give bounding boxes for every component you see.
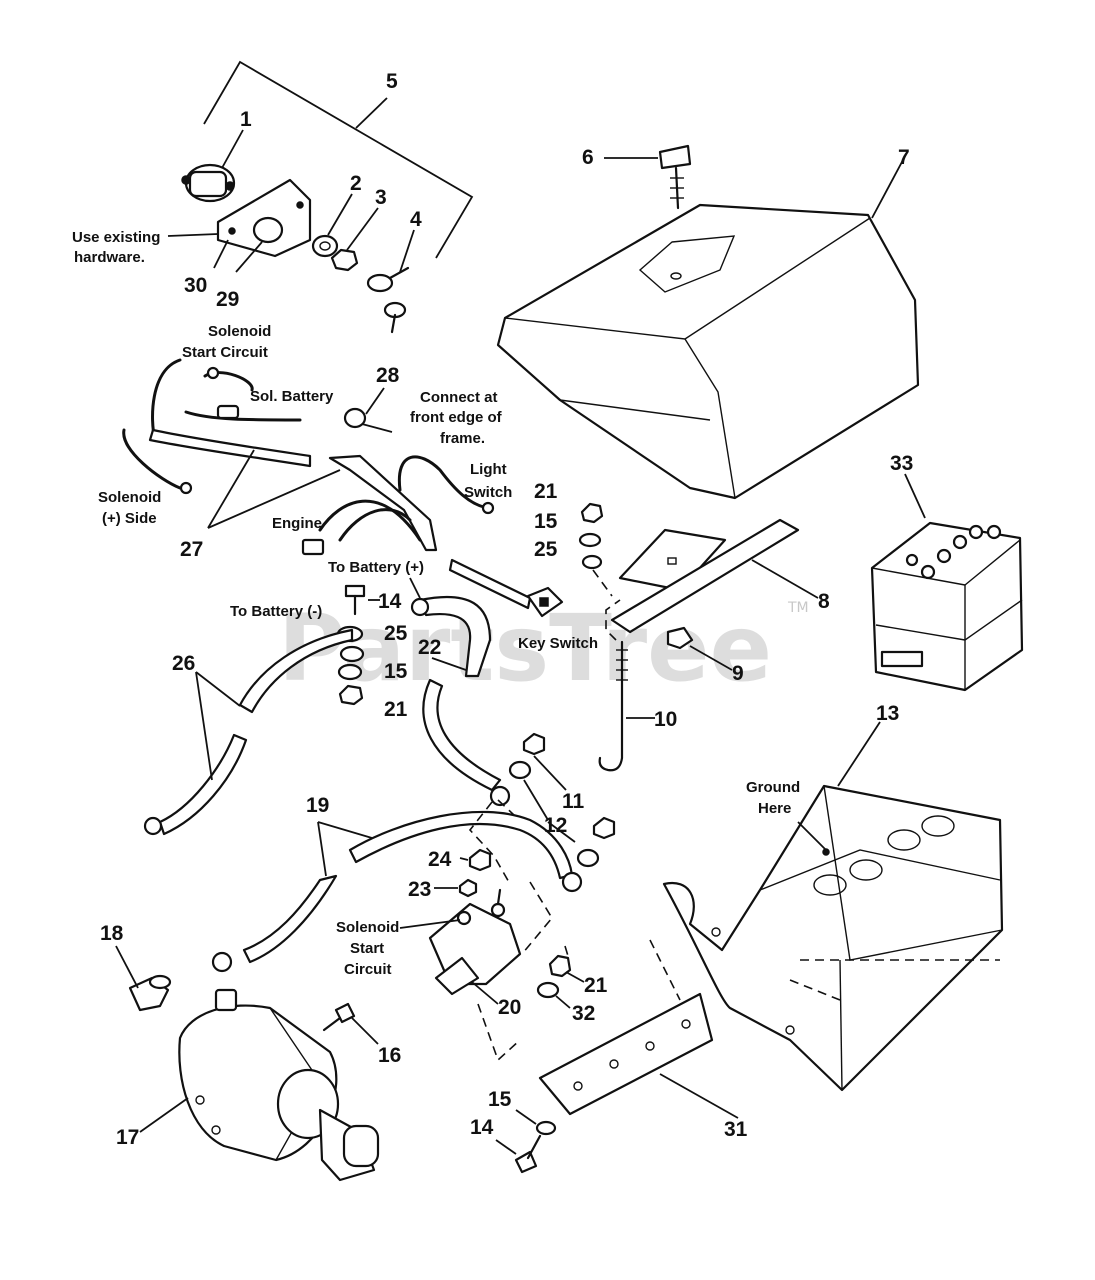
- label-light-switch-2: Switch: [464, 484, 512, 501]
- strap-part-31: [538, 939, 739, 1119]
- clip-part-28: [343, 387, 393, 433]
- hardware-stack-bottom: [495, 1109, 557, 1174]
- callout-16: 16: [378, 1044, 401, 1067]
- starter-motor-part-17: [139, 988, 380, 1182]
- callout-23: 23: [408, 878, 431, 901]
- callout-12: 12: [544, 814, 567, 837]
- bracket-part-8: [610, 518, 819, 634]
- battery-tray-part-13: [662, 721, 1004, 1092]
- callout-30: 30: [184, 274, 207, 297]
- callout-7: 7: [898, 146, 910, 169]
- nuts-23-24: [434, 848, 492, 898]
- nut-part-3: [330, 207, 379, 272]
- callout-15a: 15: [534, 510, 558, 533]
- callout-14b: 14: [470, 1116, 494, 1139]
- callout-3: 3: [375, 186, 387, 209]
- callout-21c: 21: [584, 974, 608, 997]
- callout-33: 33: [890, 452, 913, 475]
- keys-part-4: [366, 229, 415, 334]
- battery-cover-part-7: [496, 159, 920, 500]
- label-use-existing-1: Use existing: [72, 229, 160, 246]
- label-solenoid-start-2: Start Circuit: [182, 344, 268, 361]
- label-light-switch-1: Light: [470, 461, 507, 478]
- callout-28: 28: [376, 364, 400, 387]
- label-solenoid-start-1: Solenoid: [208, 323, 271, 340]
- label-connect-2: front edge of: [410, 409, 503, 426]
- callout-15b: 15: [384, 660, 408, 683]
- callout-17: 17: [116, 1126, 139, 1149]
- label-to-battery-neg: To Battery (-): [230, 603, 322, 620]
- callout-20: 20: [498, 996, 521, 1019]
- callout-26: 26: [172, 652, 195, 675]
- callout-25b: 25: [384, 622, 408, 645]
- callout-10: 10: [654, 708, 677, 731]
- label-to-battery-pos: To Battery (+): [328, 559, 424, 576]
- bolt-part-16: [322, 1002, 379, 1045]
- callout-25a: 25: [534, 538, 558, 561]
- label-connect-1: Connect at: [420, 389, 498, 406]
- label-solenoid-circuit-1: Solenoid: [336, 919, 399, 936]
- solenoid-part-20: [399, 801, 553, 1062]
- cable-part-19: [211, 810, 583, 973]
- callout-29: 29: [216, 288, 239, 311]
- callout-24: 24: [428, 848, 452, 871]
- key-switch-connector: [448, 558, 564, 618]
- label-use-existing-2: hardware.: [74, 249, 145, 266]
- callout-19: 19: [306, 794, 329, 817]
- negative-cable-part-26: [143, 628, 354, 836]
- callout-22: 22: [418, 636, 441, 659]
- callout-15c: 15: [488, 1088, 512, 1111]
- callout-31: 31: [724, 1118, 748, 1141]
- callout-32: 32: [572, 1002, 595, 1025]
- label-solenoid-plus-1: Solenoid: [98, 489, 161, 506]
- watermark-tm: TM: [787, 600, 809, 616]
- callout-11: 11: [562, 790, 585, 813]
- elbow-part-18: [115, 945, 172, 1012]
- mounting-plate-part: [213, 178, 312, 273]
- label-solenoid-plus-2: (+) Side: [102, 510, 157, 527]
- hardware-stack-lower: [536, 945, 585, 1009]
- kit-bracket-5: [203, 60, 474, 259]
- callout-27: 27: [180, 538, 203, 561]
- callout-6: 6: [582, 146, 594, 169]
- hardware-stack-upper: [578, 502, 613, 597]
- label-engine: Engine: [272, 515, 322, 532]
- callout-14a: 14: [378, 590, 402, 613]
- label-ground-here-2: Here: [758, 800, 791, 817]
- label-connect-3: frame.: [440, 430, 485, 447]
- ignition-switch-part: [181, 129, 244, 203]
- callout-4: 4: [410, 208, 422, 231]
- j-bolt-part-10: [598, 599, 655, 772]
- callout-18: 18: [100, 922, 124, 945]
- label-solenoid-circuit-2: Start: [350, 940, 384, 957]
- callout-9: 9: [732, 662, 744, 685]
- label-solenoid-circuit-3: Circuit: [344, 961, 392, 978]
- clip-nut-part-9: [666, 626, 733, 671]
- wiring-harness-part-27: [122, 358, 495, 556]
- callout-5: 5: [386, 70, 398, 93]
- label-ground-here-1: Ground: [746, 779, 800, 796]
- washer-part-2: [311, 193, 353, 258]
- callout-8: 8: [818, 590, 830, 613]
- positive-cable-part-22: [409, 577, 511, 807]
- hardware-stack-11-12: [497, 732, 616, 868]
- label-sol-battery: Sol. Battery: [250, 388, 334, 405]
- battery-part-33: [870, 473, 1024, 692]
- knob-part-6: [604, 144, 692, 210]
- callout-2: 2: [350, 172, 362, 195]
- label-key-switch: Key Switch: [518, 635, 598, 652]
- callout-21a: 21: [534, 480, 558, 503]
- callout-21b: 21: [384, 698, 408, 721]
- callout-1: 1: [240, 108, 252, 131]
- callout-13: 13: [876, 702, 899, 725]
